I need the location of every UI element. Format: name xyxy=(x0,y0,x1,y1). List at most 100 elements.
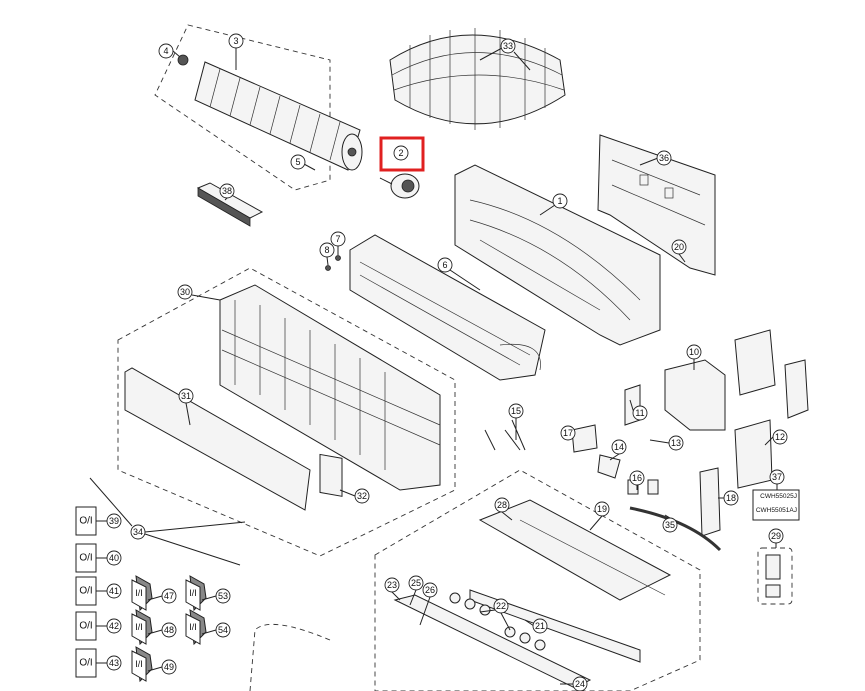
callout-number: 43 xyxy=(109,658,119,668)
indicator-board[interactable] xyxy=(319,453,343,497)
callout-37[interactable]: 37 xyxy=(769,469,785,485)
manual-41[interactable]: O/I xyxy=(75,576,107,606)
fan-motor[interactable] xyxy=(379,173,420,199)
callout-circle xyxy=(290,154,306,170)
cross-flow-fan[interactable] xyxy=(194,61,363,171)
callout-8[interactable]: 8 xyxy=(319,242,335,258)
callout-13[interactable]: 13 xyxy=(668,435,684,451)
callout-circle xyxy=(408,575,424,591)
manual-label: I/I xyxy=(135,659,143,669)
callout-34[interactable]: 34 xyxy=(130,524,146,540)
callout-3[interactable]: 3 xyxy=(228,33,244,49)
callout-number: 47 xyxy=(164,591,174,601)
callout-number: 22 xyxy=(496,601,506,611)
callout-41[interactable]: 41 xyxy=(106,583,122,599)
callout-32[interactable]: 32 xyxy=(354,488,370,504)
deodorizing-filter[interactable] xyxy=(196,182,264,227)
chassis[interactable] xyxy=(454,164,661,346)
callout-15[interactable]: 15 xyxy=(508,403,524,419)
callout-39[interactable]: 39 xyxy=(106,513,122,529)
callout-circle xyxy=(594,501,610,517)
base-pan[interactable] xyxy=(393,499,672,689)
callout-circle xyxy=(686,344,702,360)
callout-circle xyxy=(572,676,588,691)
callout-number: 30 xyxy=(180,287,190,297)
manual-43[interactable]: O/I xyxy=(75,648,107,678)
callout-12[interactable]: 12 xyxy=(772,429,788,445)
callout-circle xyxy=(384,577,400,593)
fan-bearing[interactable] xyxy=(177,54,189,66)
installation-manual-53[interactable]: I/I xyxy=(185,575,217,612)
callout-4[interactable]: 4 xyxy=(158,43,174,59)
terminal-cover-17[interactable] xyxy=(571,424,598,453)
callout-54[interactable]: 54 xyxy=(215,622,231,638)
callout-31[interactable]: 31 xyxy=(178,388,194,404)
callout-11[interactable]: 11 xyxy=(632,405,648,421)
code-cwh55025j: CWH55025J xyxy=(760,493,797,500)
installation-manual-54[interactable]: I/I xyxy=(185,609,217,646)
callout-number: 15 xyxy=(511,406,521,416)
manual-39[interactable]: O/I xyxy=(75,506,107,536)
callout-36[interactable]: 36 xyxy=(656,150,672,166)
sensor-15[interactable] xyxy=(484,419,526,451)
control-board-box[interactable] xyxy=(664,329,809,489)
manual-label: O/I xyxy=(79,553,92,564)
callout-17[interactable]: 17 xyxy=(560,425,576,441)
callout-24[interactable]: 24 xyxy=(572,676,588,691)
evaporator[interactable] xyxy=(349,234,546,381)
front-panel[interactable] xyxy=(124,367,311,511)
callout-number: 35 xyxy=(665,520,675,530)
callout-25[interactable]: 25 xyxy=(408,575,424,591)
callout-1[interactable]: 1 xyxy=(552,193,568,209)
callout-20[interactable]: 20 xyxy=(671,239,687,255)
callout-43[interactable]: 43 xyxy=(106,655,122,671)
remote-control[interactable] xyxy=(757,547,793,605)
callout-6[interactable]: 6 xyxy=(437,257,453,273)
front-grille[interactable] xyxy=(219,284,441,491)
callout-38[interactable]: 38 xyxy=(219,183,235,199)
callout-10[interactable]: 10 xyxy=(686,344,702,360)
callout-26[interactable]: 26 xyxy=(422,582,438,598)
callout-28[interactable]: 28 xyxy=(494,497,510,513)
screw-7[interactable] xyxy=(335,255,341,261)
installation-manual-48[interactable]: I/I xyxy=(131,609,163,646)
callout-16[interactable]: 16 xyxy=(629,470,645,486)
cover-18[interactable] xyxy=(699,467,721,537)
callout-35[interactable]: 35 xyxy=(662,517,678,533)
callout-18[interactable]: 18 xyxy=(723,490,739,506)
callout-circle xyxy=(106,513,122,529)
electronic-parts[interactable] xyxy=(597,384,659,495)
callout-circle xyxy=(161,622,177,638)
callout-49[interactable]: 49 xyxy=(161,659,177,675)
callout-19[interactable]: 19 xyxy=(594,501,610,517)
callout-48[interactable]: 48 xyxy=(161,622,177,638)
callout-22[interactable]: 22 xyxy=(493,598,509,614)
callout-30[interactable]: 30 xyxy=(177,284,193,300)
callout-40[interactable]: 40 xyxy=(106,550,122,566)
installation-plate[interactable] xyxy=(597,134,716,276)
callout-number: 40 xyxy=(109,553,119,563)
air-filter[interactable] xyxy=(389,28,566,130)
callout-circle xyxy=(656,150,672,166)
callout-42[interactable]: 42 xyxy=(106,618,122,634)
louvers-22[interactable] xyxy=(449,592,546,651)
callout-29[interactable]: 29 xyxy=(768,528,784,544)
callout-21[interactable]: 21 xyxy=(532,618,548,634)
callout-2[interactable]: 2 xyxy=(393,145,409,161)
callout-53[interactable]: 53 xyxy=(215,588,231,604)
callout-47[interactable]: 47 xyxy=(161,588,177,604)
installation-manual-49[interactable]: I/I xyxy=(131,646,163,683)
drain-hose[interactable] xyxy=(629,506,722,552)
callout-14[interactable]: 14 xyxy=(611,439,627,455)
installation-manual-47[interactable]: I/I xyxy=(131,575,163,612)
callout-circle xyxy=(611,439,627,455)
callout-5[interactable]: 5 xyxy=(290,154,306,170)
callout-7[interactable]: 7 xyxy=(330,231,346,247)
screw-8[interactable] xyxy=(325,265,331,271)
callout-circle xyxy=(219,183,235,199)
callout-23[interactable]: 23 xyxy=(384,577,400,593)
manual-40[interactable]: O/I xyxy=(75,543,107,573)
remote-sleeve-outline xyxy=(249,623,331,691)
manual-42[interactable]: O/I xyxy=(75,611,107,641)
callout-33[interactable]: 33 xyxy=(500,38,516,54)
